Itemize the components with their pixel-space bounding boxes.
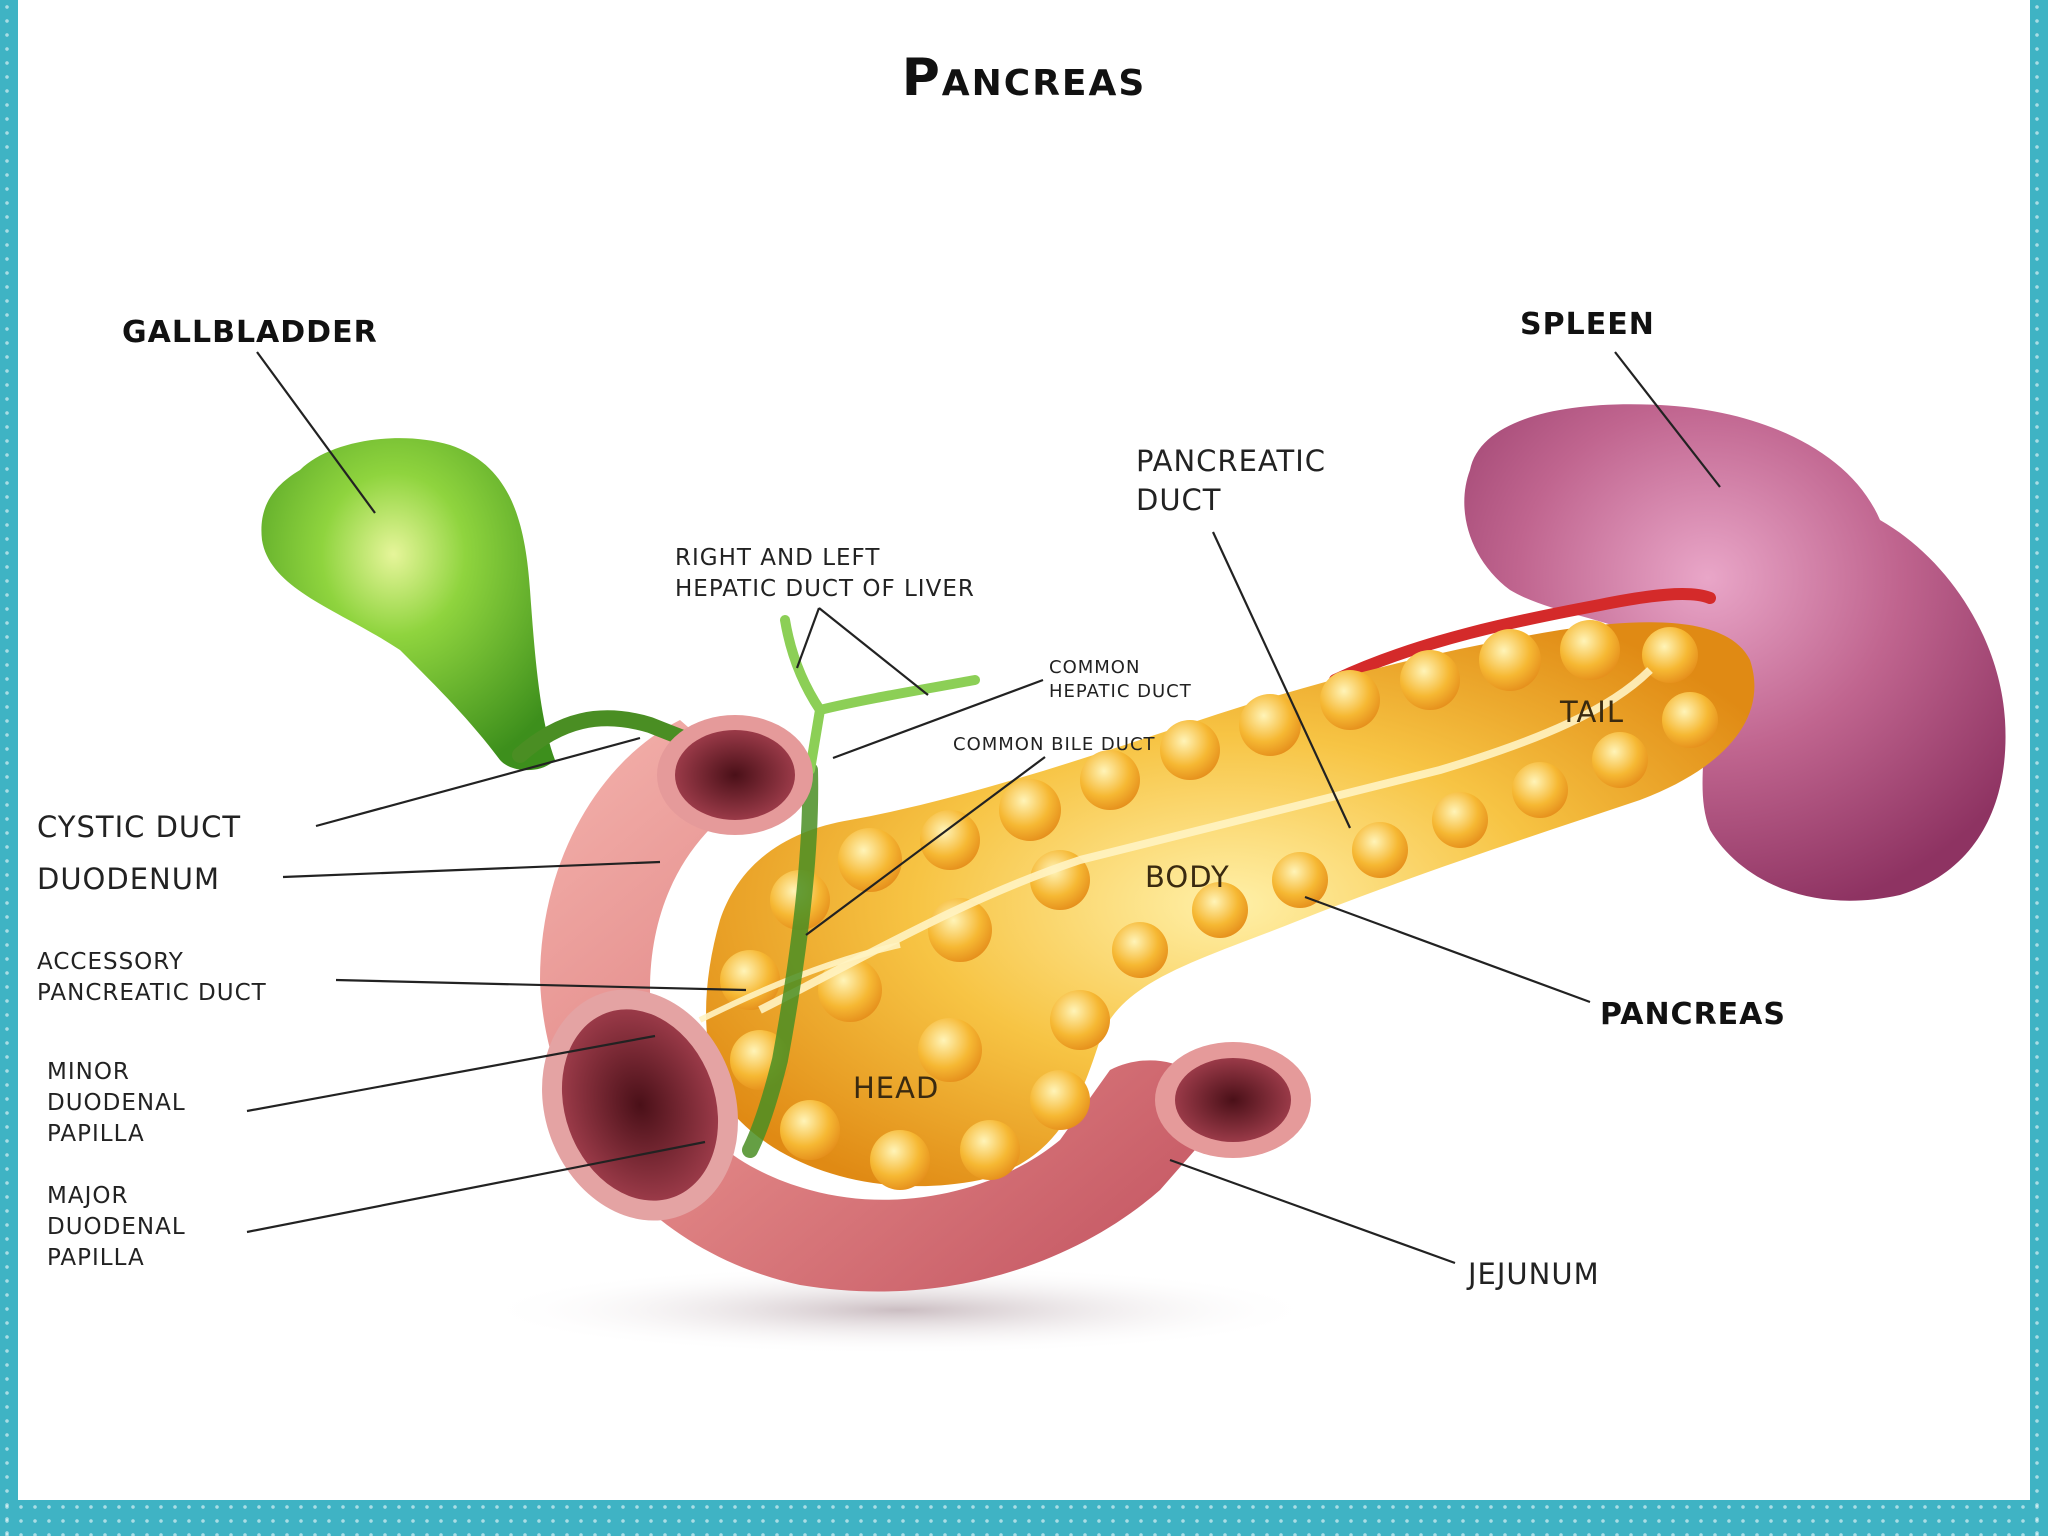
major-papilla-label: MAJOR DUODENAL PAPILLA (47, 1181, 186, 1274)
common-bile-duct-label: COMMON BILE DUCT (953, 733, 1156, 757)
gallbladder-label: GALLBLADDER (122, 313, 378, 354)
duodenum-label: DUODENUM (37, 860, 220, 899)
common-hepatic-duct-label: COMMON HEPATIC DUCT (1049, 656, 1192, 705)
jejunum-opening (1155, 1042, 1311, 1158)
duodenum-opening-top (657, 715, 813, 835)
spleen-label: SPLEEN (1520, 305, 1655, 346)
jejunum-label: JEJUNUM (1468, 1255, 1600, 1294)
head-label: HEAD (853, 1069, 939, 1108)
hepatic-ducts-vessel (785, 620, 975, 770)
pancreas-leader (1305, 897, 1590, 1002)
page-title: Pancreas (0, 48, 2048, 108)
hepatic-ducts-leader-1 (797, 608, 819, 668)
gallbladder-organ (261, 438, 555, 770)
body-label: BODY (1145, 858, 1230, 897)
minor-papilla-label: MINOR DUODENAL PAPILLA (47, 1057, 186, 1150)
pancreas-label: PANCREAS (1600, 995, 1786, 1036)
cystic-duct-label: CYSTIC DUCT (37, 808, 241, 847)
accessory-duct-label: ACCESSORY PANCREATIC DUCT (37, 947, 267, 1009)
pancreatic-duct-label: PANCREATIC DUCT (1136, 442, 1326, 520)
jejunum-leader (1170, 1160, 1455, 1263)
hepatic-ducts-leader-2 (819, 608, 928, 695)
hepatic-ducts-label: RIGHT AND LEFT HEPATIC DUCT OF LIVER (675, 543, 975, 605)
tail-label: TAIL (1560, 693, 1624, 732)
